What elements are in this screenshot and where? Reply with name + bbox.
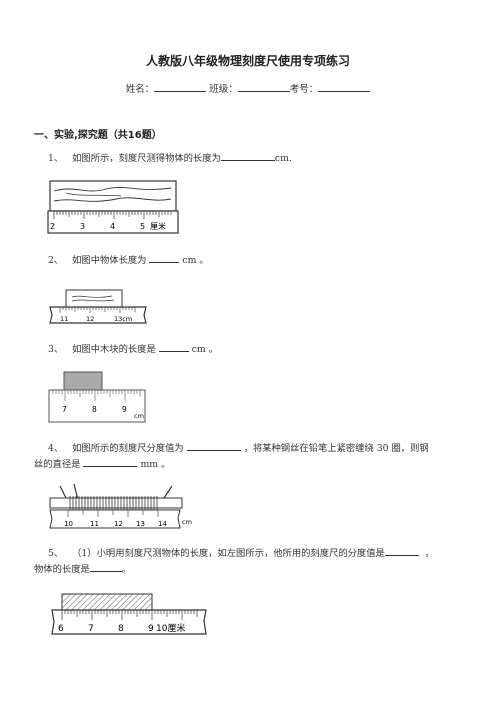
- tick-label: 8: [92, 405, 97, 414]
- question-4: 4、 如图所示的刻度尺分度值为 ，将某种钢丝在铅笔上紧密缠绕 30 圈，则钢 丝…: [34, 440, 468, 472]
- tick-label: 5: [140, 222, 145, 231]
- ruler: 6 7 8 9 10厘米: [51, 609, 207, 635]
- answer-blank[interactable]: [186, 440, 241, 451]
- ruler: 7 8 9 cm: [48, 389, 146, 423]
- measured-object: [49, 180, 177, 212]
- name-blank[interactable]: [154, 81, 207, 92]
- question-text: 。: [121, 564, 132, 575]
- question-text: ，将某种钢丝在铅笔上紧密缠绕 30 圈，则钢: [243, 443, 429, 454]
- question-text: cm 。: [191, 344, 218, 355]
- tick-label: 7: [88, 624, 94, 634]
- tick-label: 10: [64, 520, 73, 528]
- exam-number-blank[interactable]: [318, 81, 371, 92]
- class-blank[interactable]: [237, 81, 290, 92]
- tick-label: 9: [122, 405, 127, 414]
- question-text: mm 。: [140, 459, 171, 470]
- section-heading: 一、实验,探究题（共16题）: [34, 130, 162, 141]
- question-text: cm 。: [182, 255, 209, 266]
- tick-label: 2: [50, 222, 55, 231]
- question-2: 2、 如图中物体长度为 cm 。: [48, 252, 209, 268]
- ruler-figure-3: 7 8 9 cm: [48, 371, 146, 423]
- answer-blank[interactable]: [89, 561, 122, 572]
- unit-label: 10厘米: [156, 622, 185, 634]
- unit-label: cm: [182, 518, 192, 526]
- answer-blank[interactable]: [220, 150, 275, 161]
- question-text: ，: [424, 548, 435, 559]
- question-number: 2、: [48, 255, 64, 266]
- tick-label: 7: [62, 405, 67, 414]
- question-text: 如图所示，刻度尺测得物体的长度为: [72, 153, 221, 164]
- tick-label: 12: [114, 520, 123, 528]
- ruler-figure-5: 6 7 8 9 10厘米: [51, 593, 207, 635]
- tick-label: 11: [60, 315, 68, 323]
- answer-blank[interactable]: [158, 341, 189, 352]
- tick-label: 4: [110, 222, 115, 231]
- ruler: 11 12 13cm: [49, 306, 147, 324]
- tick-label: 9: [148, 624, 154, 634]
- measured-object: [61, 593, 153, 611]
- tick-label: 6: [58, 624, 64, 634]
- tick-label: 11: [90, 520, 99, 528]
- pencil-with-wire: [49, 483, 183, 510]
- answer-blank[interactable]: [83, 456, 138, 467]
- unit-label: cm: [134, 412, 144, 420]
- tick-label: 8: [118, 624, 124, 634]
- ruler-figure-4: 10 11 12 13 14 cm: [49, 483, 192, 529]
- exam-label: 考号：: [289, 84, 319, 95]
- tick-label: 3: [80, 222, 85, 231]
- question-text: （1）小明用刻度尺测物体的长度，如左图所示，他所用的刻度尺的分度值是: [72, 548, 385, 559]
- class-label: 班级：: [209, 84, 238, 95]
- answer-blank[interactable]: [149, 252, 180, 263]
- question-text: 如图所示的刻度尺分度值为: [72, 443, 184, 454]
- question-text: cm.: [274, 153, 292, 164]
- ruler: 2 3 4 5 厘米: [47, 210, 179, 234]
- question-text: 如图中物体长度为: [72, 255, 147, 266]
- question-text: 丝的直径是: [34, 459, 81, 470]
- answer-blank[interactable]: [384, 545, 419, 556]
- question-number: 3、: [48, 344, 64, 355]
- name-label: 姓名：: [125, 84, 155, 95]
- tick-label: 12: [86, 315, 94, 323]
- question-text: 如图中木块的长度是: [72, 344, 156, 355]
- question-5: 5、 （1）小明用刻度尺测物体的长度，如左图所示，他所用的刻度尺的分度值是 ， …: [34, 545, 468, 577]
- ruler: 10 11 12 13 14 cm: [49, 509, 192, 529]
- question-3: 3、 如图中木块的长度是 cm 。: [48, 341, 218, 357]
- question-1: 1、 如图所示，刻度尺测得物体的长度为 cm.: [48, 150, 292, 166]
- question-number: 1、: [48, 153, 64, 164]
- tick-label: 14: [158, 520, 167, 528]
- page-title: 人教版八年级物理刻度尺使用专项练习: [145, 54, 350, 68]
- tick-label: 13cm: [114, 315, 132, 323]
- question-number: 4、: [48, 443, 64, 454]
- student-info-line: 姓名： 班级： 考号：: [0, 81, 496, 95]
- question-number: 5、: [48, 548, 64, 559]
- unit-label: 厘米: [150, 221, 166, 231]
- ruler-figure-1: 2 3 4 5 厘米: [47, 180, 179, 234]
- ruler-figure-2: 11 12 13cm: [49, 289, 147, 324]
- wood-block: [63, 371, 103, 391]
- question-text: 物体的长度是: [34, 564, 90, 575]
- tick-label: 13: [136, 520, 145, 528]
- measured-object: [65, 289, 123, 308]
